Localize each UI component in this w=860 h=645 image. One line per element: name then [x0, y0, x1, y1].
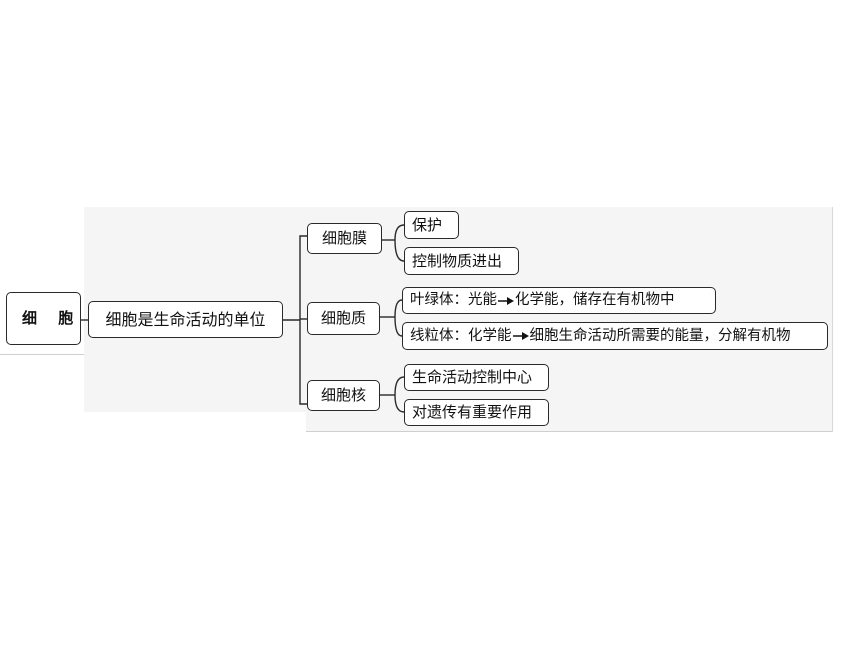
function-node-heredity: 对遗传有重要作用 [404, 399, 549, 426]
panel-edge-line [0, 354, 84, 355]
energy-target-label: 细胞生命活动所需要的能量，分解有机物 [529, 327, 791, 344]
branch-node-nucleus: 细胞核 [307, 380, 380, 411]
function-node-mitochondrion: 线粒体： 化学能 细胞生命活动所需要的能量，分解有机物 [402, 322, 828, 350]
edge-membrane-bracket [394, 224, 405, 262]
edge-cytoplasm-bracket [394, 299, 403, 337]
definition-node: 细胞是生命活动的单位 [88, 301, 283, 338]
branch-node-membrane: 细胞膜 [307, 223, 382, 254]
function-node-transport: 控制物质进出 [404, 247, 519, 275]
edge-trunk-bracket [299, 235, 307, 405]
organelle-label: 叶绿体： [410, 292, 468, 309]
function-label: 对遗传有重要作用 [412, 403, 533, 421]
function-node-protection: 保护 [404, 211, 459, 239]
function-label: 生命活动控制中心 [412, 368, 533, 386]
panel-edge-line [306, 431, 833, 432]
branch-node-cytoplasm: 细胞质 [307, 302, 380, 335]
arrow-right-icon [512, 332, 529, 340]
function-label: 保护 [412, 215, 443, 234]
branch-label: 细胞质 [320, 309, 366, 327]
root-label: 细 胞 [22, 309, 82, 327]
arrow-right-icon [498, 296, 514, 305]
definition-label: 细胞是生命活动的单位 [105, 309, 266, 329]
edge-nucleus-bracket [394, 376, 405, 413]
energy-target-label: 化学能，储存在有机物中 [515, 292, 675, 309]
root-node: 细 胞 [6, 292, 81, 345]
function-node-control-center: 生命活动控制中心 [404, 364, 549, 391]
function-node-chloroplast: 叶绿体： 光能 化学能，储存在有机物中 [402, 287, 716, 314]
panel-edge-line [832, 207, 833, 432]
branch-label: 细胞核 [320, 386, 366, 404]
organelle-label: 线粒体： [410, 327, 468, 344]
energy-source-label: 光能 [468, 292, 497, 309]
energy-source-label: 化学能 [468, 327, 512, 344]
function-label: 控制物质进出 [412, 251, 503, 270]
branch-label: 细胞膜 [321, 229, 367, 247]
